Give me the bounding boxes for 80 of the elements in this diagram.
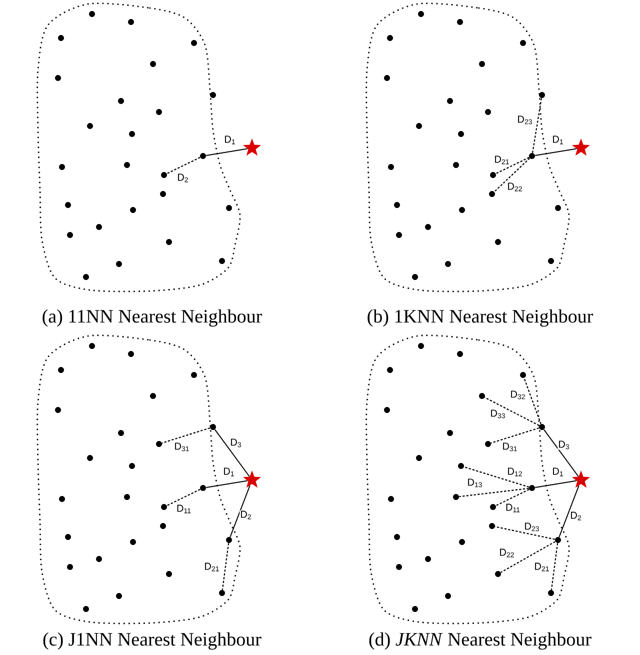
caption: (c) J1NN Nearest Neighbour [43,632,262,650]
data-point [156,441,162,447]
data-point [555,537,561,543]
edge-label: D$_{31}$ [502,442,518,452]
data-point [226,537,232,543]
connector-line [550,543,558,590]
connector-line [166,156,200,174]
edge-label: D$_{21}$ [534,562,550,572]
data-point [495,571,501,577]
data-point [458,463,464,469]
data-point [161,172,167,178]
data-point [529,485,535,491]
edge-label: D$_{22}$ [498,548,516,558]
data-point [200,485,206,491]
data-point [161,504,167,510]
edge-label: D$_{13}$ [466,478,484,488]
data-point [539,92,545,98]
connector-line [543,429,579,478]
data-point [490,172,496,178]
connector-line [166,488,200,506]
data-point [200,153,206,159]
connector-line [494,158,530,192]
edge-label: D$_{32}$ [510,390,526,400]
edge-label: D$_{11}$ [505,503,521,513]
edge-label: D$_{31}$ [174,442,190,452]
data-point [489,191,495,197]
star-marker [242,470,262,488]
edge-label: D$_{1}$ [224,135,236,145]
data-point [520,372,526,378]
connector-line [206,148,248,156]
connector-line [534,148,577,156]
data-point [490,504,496,510]
connector-line [214,429,250,478]
edge-label: D$_{2}$ [570,511,582,521]
data-point [539,424,545,430]
connector-line [459,488,529,498]
connector-line [496,156,530,174]
edge-label: D$_{21}$ [494,155,510,165]
connector-line [206,480,248,488]
edge-label: D$_{23}$ [516,115,534,125]
caption: (b) 1KNN Nearest Neighbour [368,309,594,327]
data-point [489,523,495,529]
connector-line [490,427,540,444]
connector-line [500,541,556,573]
star-marker [242,138,262,156]
connector-line [495,526,555,540]
edge-label: D$_{22}$ [506,182,524,192]
data-point [453,494,459,500]
connector-line [532,98,542,153]
connector-line [534,480,577,488]
data-point [485,441,491,447]
connector-line [484,396,540,426]
star-marker [572,470,590,488]
edge-label: D$_{1}$ [222,467,236,477]
data-point [479,393,485,399]
edge-label: D$_{2}$ [240,510,252,520]
edge-label: D$_{1}$ [552,467,564,477]
edge-label: D$_{33}$ [490,409,506,419]
data-point [219,590,225,596]
caption: (a) 11NN Nearest Neighbour [42,309,262,327]
edge-label: D$_{3}$ [558,440,570,450]
edge-label: D$_{11}$ [176,504,192,514]
connector-line [524,378,542,424]
connector-line [464,466,530,488]
edge-label: D$_{23}$ [524,522,540,532]
connector-line [162,427,210,444]
connector-line [230,485,250,538]
edge-label: D$_{1}$ [552,135,564,145]
data-point [529,153,535,159]
connector-line [222,543,230,590]
data-point [548,590,554,596]
edge-label: D$_{2}$ [176,173,190,183]
caption: (d) JKNN Nearest Neighbour [369,632,592,650]
star-marker [572,138,590,156]
edge-label: D$_{12}$ [506,467,524,477]
edge-label: D$_{21}$ [204,562,220,572]
data-point [210,424,216,430]
connector-line [496,488,530,506]
edge-label: D$_{3}$ [230,438,242,448]
connector-line [558,485,580,538]
